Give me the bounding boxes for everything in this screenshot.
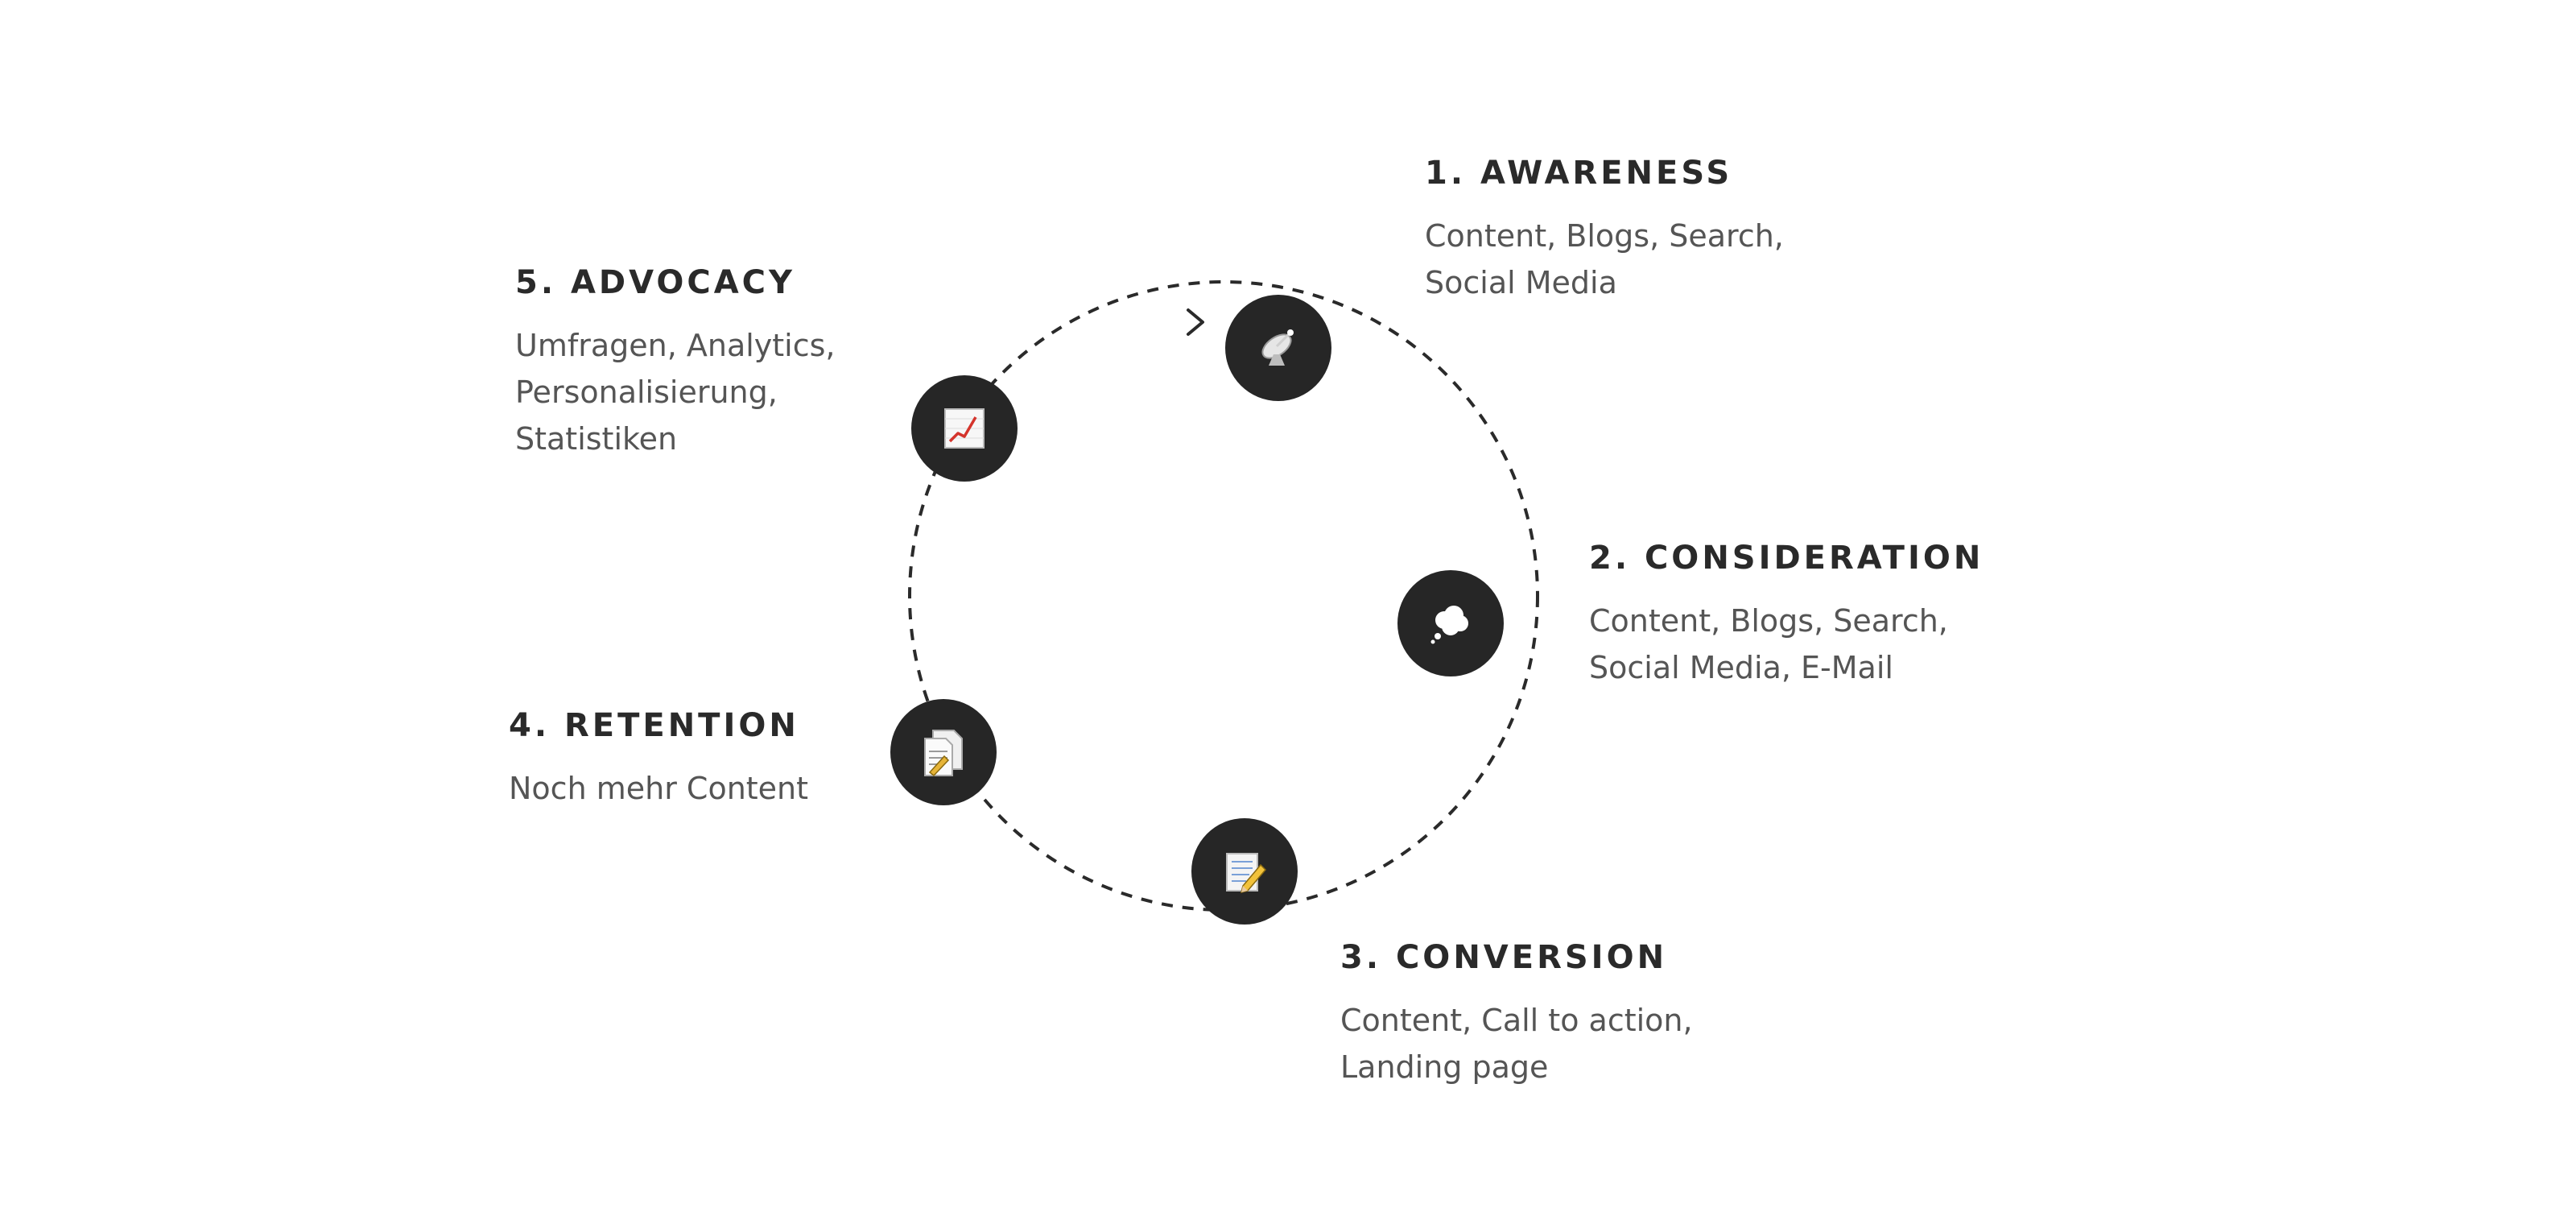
stage-title: 4. RETENTION [509,707,799,744]
stage-title: 5. ADVOCACY [515,264,796,301]
retention-node [890,699,997,805]
advocacy-node [911,375,1018,482]
stage-description-line: Content, Blogs, Search, [1425,218,1784,254]
memo-pencil-icon [1226,853,1267,894]
stage-description-line: Landing page [1340,1049,1549,1085]
stage-description: Content, Blogs, Search, Social Media, E-… [1589,598,1984,691]
documents-icon [924,730,963,777]
stage-title: 2. CONSIDERATION [1589,540,1984,577]
stage-description: Content, Call to action, Landing page [1340,997,1693,1090]
dashed-cycle-path [908,280,1539,912]
stage-retention: 4. RETENTION Noch mehr Content [509,707,808,812]
conversion-node [1191,818,1298,925]
stage-description: Umfragen, Analytics, Personalisierung, S… [515,322,836,462]
stage-description-line: Content, Call to action, [1340,1003,1693,1038]
stage-description-line: Noch mehr Content [509,771,809,806]
stage-description: Content, Blogs, Search, Social Media [1425,213,1784,306]
stage-description-line: Content, Blogs, Search, [1589,603,1948,639]
stage-awareness: 1. AWARENESS Content, Blogs, Search, Soc… [1425,155,1784,306]
stage-description-line: Statistiken [515,421,678,457]
awareness-node [1225,295,1331,401]
stage-description-line: Social Media [1425,265,1617,300]
thought-bubble-icon [1430,606,1468,644]
satellite-dish-icon [1261,329,1294,366]
stage-consideration: 2. CONSIDERATION Content, Blogs, Search,… [1589,540,1984,691]
chart-increasing-icon [944,408,985,449]
stage-advocacy: 5. ADVOCACY Umfragen, Analytics, Persona… [515,264,836,462]
stage-conversion: 3. CONVERSION Content, Call to action, L… [1340,939,1693,1090]
stage-title: 1. AWARENESS [1425,155,1733,192]
consideration-node [1397,570,1504,676]
stage-title: 3. CONVERSION [1340,939,1668,976]
stage-description-line: Personalisierung, [515,374,778,410]
stage-description-line: Umfragen, Analytics, [515,328,836,363]
cycle-arrowhead [1187,308,1204,336]
stage-description-line: Social Media, E-Mail [1589,650,1893,685]
stage-description: Noch mehr Content [509,765,808,812]
